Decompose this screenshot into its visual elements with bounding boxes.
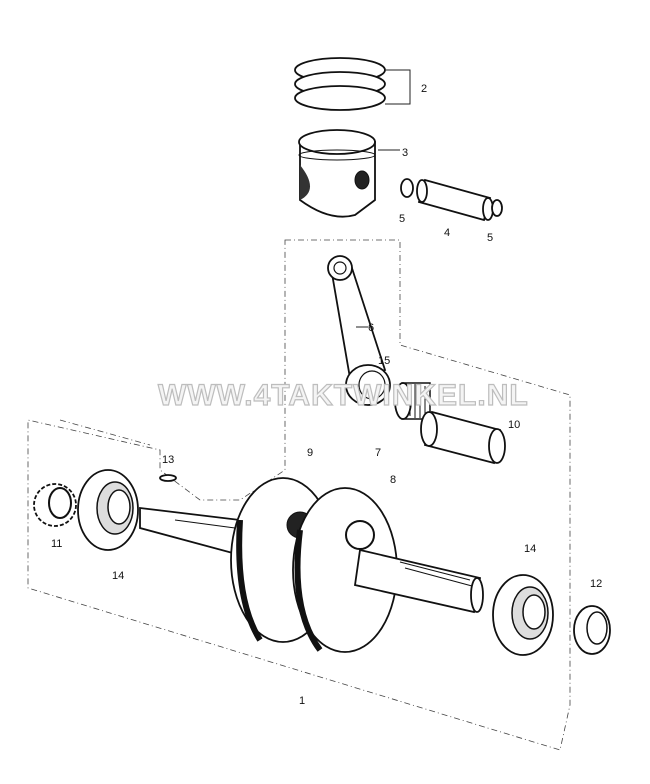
drive-sprocket [33,483,77,527]
callout-15: 15 [378,355,390,367]
callout-3: 3 [402,147,408,159]
callout-8: 8 [390,474,396,486]
piston [298,129,400,218]
callout-5-left: 5 [399,213,405,225]
callout-12: 12 [590,578,602,590]
callout-labels: 2 3 5 4 5 6 15 10 7 9 8 13 11 14 14 12 1 [51,83,602,707]
piston-pin-and-clips [400,178,503,222]
callout-13: 13 [162,454,174,466]
callout-11: 11 [51,538,62,550]
watermark: WWW.4TAKTWINKEL.NL [158,379,529,412]
callout-6: 6 [368,322,374,334]
callout-5-right: 5 [487,232,493,244]
piston-rings [294,57,411,111]
callout-1: 1 [299,695,305,707]
oil-seal [573,605,611,655]
assembly-outline [27,239,571,751]
crank-pin [420,410,506,465]
crankshaft [139,477,484,653]
callout-14-right: 14 [524,543,536,555]
ball-bearing-right [492,574,554,656]
connecting-rod [327,255,391,406]
callout-10: 10 [508,419,520,431]
woodruff-key [159,474,177,482]
ball-bearing-left [77,469,139,551]
callout-2: 2 [421,83,427,95]
callout-9: 9 [307,447,313,459]
callout-14-left: 14 [112,570,124,582]
callout-4: 4 [444,227,450,239]
callout-7: 7 [375,447,381,459]
